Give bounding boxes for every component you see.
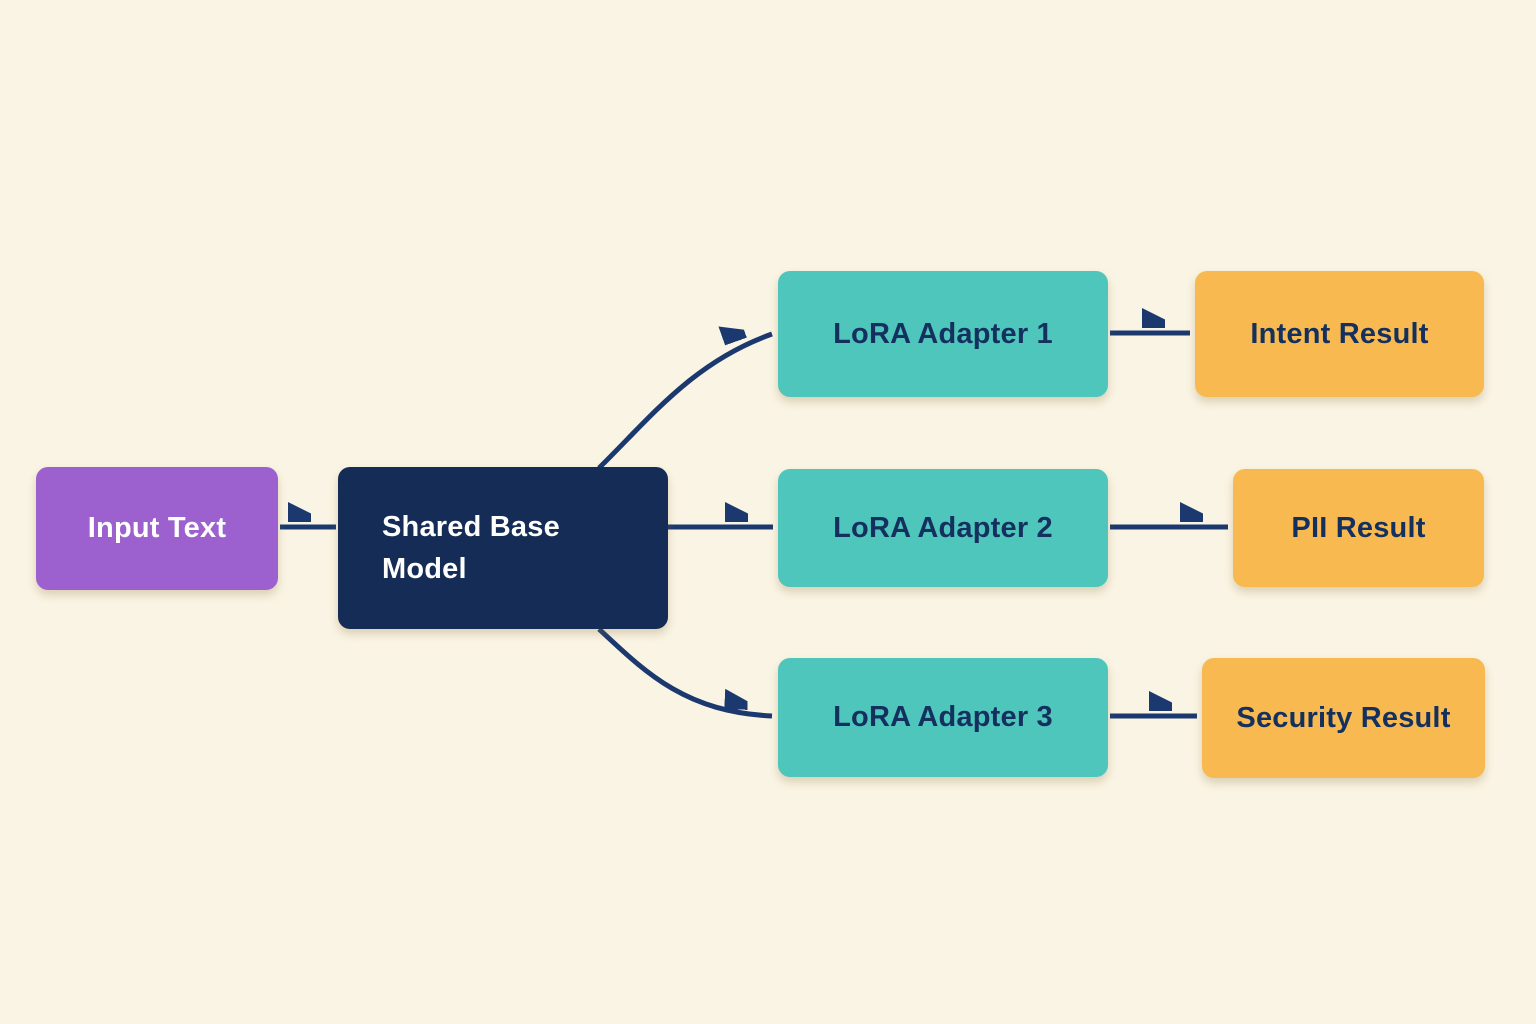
node-intent-result: Intent Result: [1195, 271, 1484, 397]
node-lora-adapter-1: LoRA Adapter 1: [778, 271, 1108, 397]
edge-base-to-adapter3: [597, 627, 773, 719]
node-lora-adapter-2-label: LoRA Adapter 2: [833, 511, 1053, 544]
node-lora-adapter-3-label: LoRA Adapter 3: [833, 701, 1053, 734]
node-pii-result: PII Result: [1233, 469, 1484, 587]
node-lora-adapter-2: LoRA Adapter 2: [778, 469, 1108, 587]
node-lora-adapter-3: LoRA Adapter 3: [778, 658, 1108, 777]
node-input-text-label: Input Text: [87, 512, 227, 545]
node-pii-result-label: PII Result: [1291, 511, 1426, 544]
node-intent-result-label: Intent Result: [1250, 317, 1429, 350]
node-shared-base-model-label: Shared Base Model: [382, 510, 560, 585]
node-lora-adapter-1-label: LoRA Adapter 1: [833, 317, 1053, 350]
node-security-result: Security Result: [1202, 658, 1485, 778]
node-security-result-label: Security Result: [1236, 701, 1451, 734]
node-input-text: Input Text: [36, 467, 278, 590]
edge-base-to-adapter1: [597, 334, 773, 470]
node-shared-base-model: Shared Base Model: [338, 467, 668, 629]
